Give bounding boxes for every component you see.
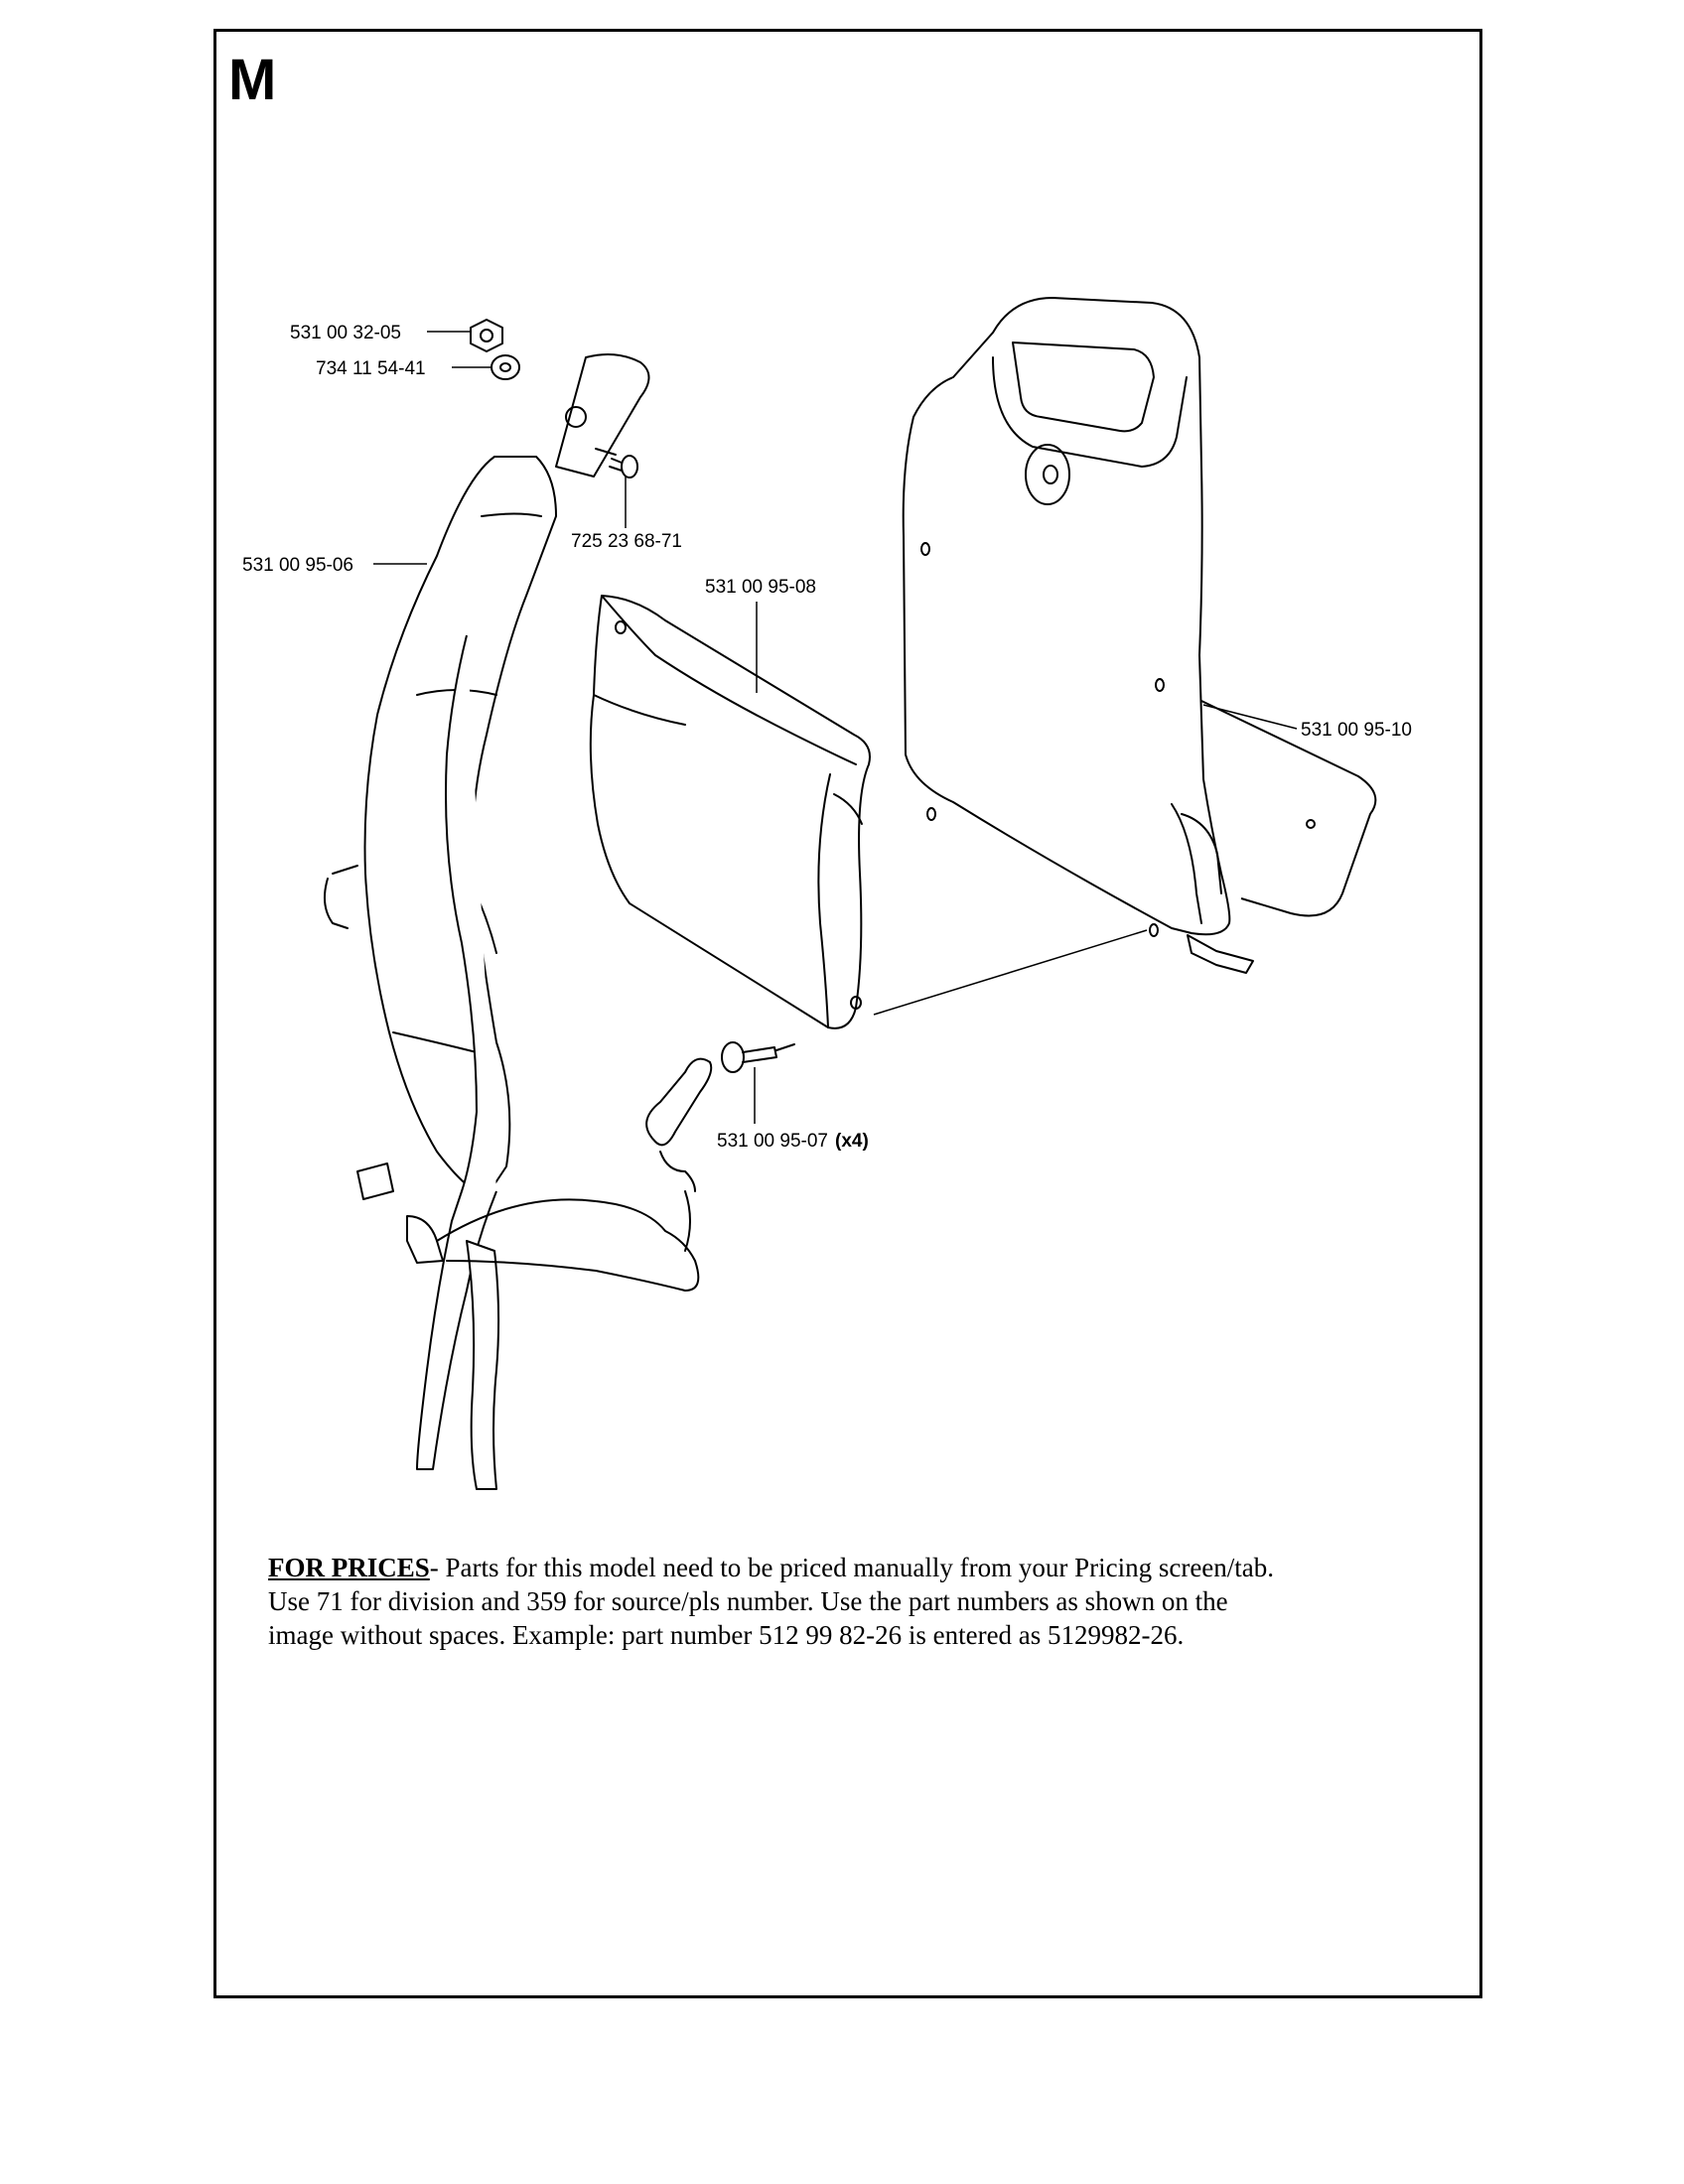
label-nut: 531 00 32-05 (290, 323, 401, 343)
pricing-note-line-3: image without spaces. Example: part numb… (268, 1620, 1185, 1650)
harness-drawing (323, 352, 713, 1490)
backplate-drawing (902, 297, 1377, 974)
pricing-note-heading: FOR PRICES (268, 1553, 430, 1582)
pricing-note: FOR PRICES- Parts for this model need to… (268, 1551, 1440, 1652)
page-frame (213, 29, 1482, 1998)
label-rivet-number: 531 00 95-07 (717, 1131, 828, 1152)
label-rivet-qty: (x4) (835, 1131, 869, 1152)
label-pad: 531 00 95-08 (705, 577, 816, 598)
section-letter: M (228, 48, 277, 112)
label-backplate: 531 00 95-10 (1301, 720, 1412, 741)
pricing-note-line-1: - Parts for this model need to be priced… (429, 1553, 1275, 1582)
washer-drawing (491, 354, 520, 380)
label-harness: 531 00 95-06 (242, 555, 353, 576)
pricing-note-line-2: Use 71 for division and 359 for source/p… (268, 1586, 1228, 1616)
pad-drawing (589, 595, 1148, 1029)
label-washer: 734 11 54-41 (316, 358, 426, 379)
screw-drawing (609, 455, 638, 478)
label-screw: 725 23 68-71 (571, 531, 682, 552)
label-rivet: 531 00 95-07 (x4) (717, 1131, 869, 1152)
nut-drawing (470, 319, 503, 352)
rivet-drawing (721, 1041, 795, 1073)
